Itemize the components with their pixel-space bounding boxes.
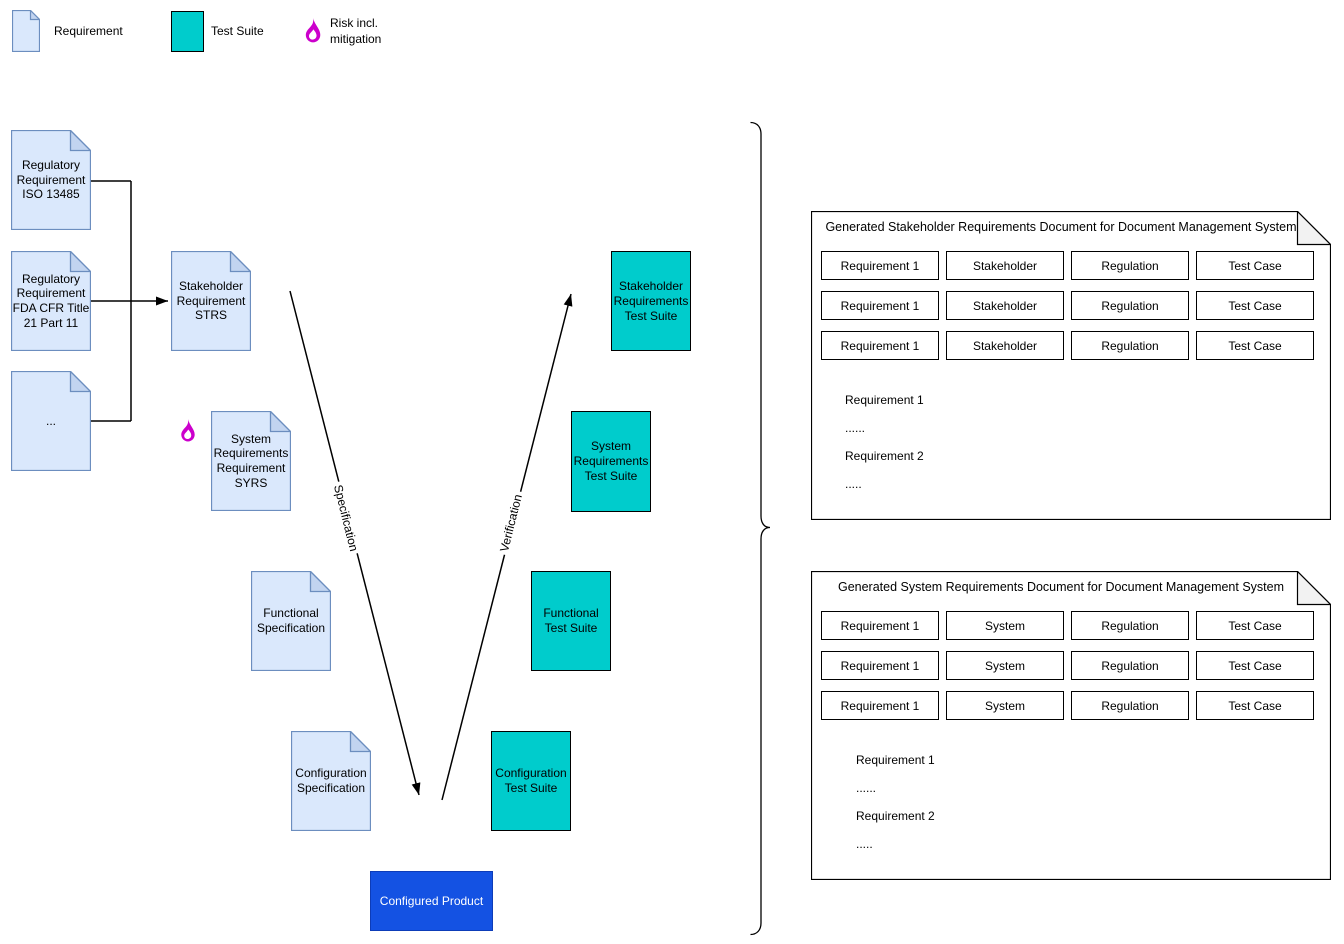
table-cell: Requirement 1 [821, 691, 939, 720]
generated-system-requirements-document: Generated System Requirements Document f… [811, 571, 1331, 880]
table-cell: Requirement 1 [821, 251, 939, 280]
document-icon [291, 731, 371, 831]
table-cell: Regulation [1071, 691, 1189, 720]
table-cell: System [946, 611, 1064, 640]
document-icon [811, 211, 1331, 520]
table-cell: Test Case [1196, 291, 1314, 320]
document-icon [811, 571, 1331, 880]
curly-brace [750, 121, 771, 936]
doc-label: Regulatory Requirement FDA CFR Title 21 … [12, 271, 90, 330]
table-cell: Test Case [1196, 651, 1314, 680]
document-icon [11, 130, 91, 230]
document-icon [11, 371, 91, 471]
legend-risk-label: Risk incl. mitigation [330, 16, 382, 46]
specification-edge-label: Specification [330, 480, 362, 556]
document-icon [211, 411, 291, 511]
legend-test-suite-icon [171, 11, 204, 52]
legend-requirement-icon [12, 10, 40, 52]
table-cell: Test Case [1196, 251, 1314, 280]
configuration-test-suite: Configuration Test Suite [491, 731, 571, 831]
doc-label: ... [45, 413, 56, 428]
body-line: Requirement 2 [845, 449, 924, 463]
table-cell: Stakeholder [946, 251, 1064, 280]
body-line: Requirement 1 [856, 753, 935, 767]
document-icon [171, 251, 251, 351]
doc-stakeholder-requirement-strs: Stakeholder Requirement STRS [171, 251, 251, 351]
doc-label: Functional Specification [256, 606, 326, 635]
table-cell: System [946, 691, 1064, 720]
document-icon [251, 571, 331, 671]
doc-label: Regulatory Requirement ISO 13485 [16, 158, 86, 202]
flame-icon [181, 419, 195, 442]
document-icon [11, 251, 91, 351]
table-cell: Test Case [1196, 691, 1314, 720]
doc-regulatory-fda: Regulatory Requirement FDA CFR Title 21 … [11, 251, 91, 351]
table-cell: Stakeholder [946, 291, 1064, 320]
table-cell: Requirement 1 [821, 611, 939, 640]
doc-label: System Requirements Requirement SYRS [213, 431, 289, 490]
system-requirements-test-suite: System Requirements Test Suite [571, 411, 651, 512]
document-icon [12, 10, 40, 52]
table-cell: Regulation [1071, 331, 1189, 360]
table-cell: Regulation [1071, 611, 1189, 640]
stakeholder-requirements-test-suite: Stakeholder Requirements Test Suite [611, 251, 691, 351]
body-line: Requirement 2 [856, 809, 935, 823]
doc-label: Configuration Specification [295, 766, 367, 795]
flame-icon [305, 18, 321, 43]
generated-doc-title: Generated System Requirements Document f… [837, 580, 1285, 594]
body-line: ..... [856, 837, 873, 851]
table-cell: Regulation [1071, 291, 1189, 320]
generated-stakeholder-requirements-document: Generated Stakeholder Requirements Docum… [811, 211, 1331, 520]
table-cell: Requirement 1 [821, 331, 939, 360]
doc-label: Stakeholder Requirement STRS [176, 279, 246, 323]
doc-configuration-specification: Configuration Specification [291, 731, 371, 831]
table-cell: Requirement 1 [821, 291, 939, 320]
table-cell: System [946, 651, 1064, 680]
table-cell: Regulation [1071, 651, 1189, 680]
generated-doc-title: Generated Stakeholder Requirements Docum… [825, 220, 1297, 234]
table-cell: Requirement 1 [821, 651, 939, 680]
legend-test-suite-label: Test Suite [211, 24, 264, 38]
doc-regulatory-other: ... [11, 371, 91, 471]
verification-edge-label: Verification [496, 489, 526, 557]
table-cell: Test Case [1196, 331, 1314, 360]
body-line: ...... [856, 781, 877, 795]
doc-functional-specification: Functional Specification [251, 571, 331, 671]
regulatory-junction-line [91, 180, 132, 422]
functional-test-suite: Functional Test Suite [531, 571, 611, 671]
doc-regulatory-iso13485: Regulatory Requirement ISO 13485 [11, 130, 91, 230]
doc-system-requirements-syrs: System Requirements Requirement SYRS [211, 411, 291, 511]
table-cell: Test Case [1196, 611, 1314, 640]
body-line: ...... [845, 421, 866, 435]
table-cell: Regulation [1071, 251, 1189, 280]
body-line: ..... [845, 477, 862, 491]
table-cell: Stakeholder [946, 331, 1064, 360]
legend-requirement-label: Requirement [54, 24, 123, 38]
configured-product-box: Configured Product [370, 871, 493, 931]
body-line: Requirement 1 [845, 393, 924, 407]
